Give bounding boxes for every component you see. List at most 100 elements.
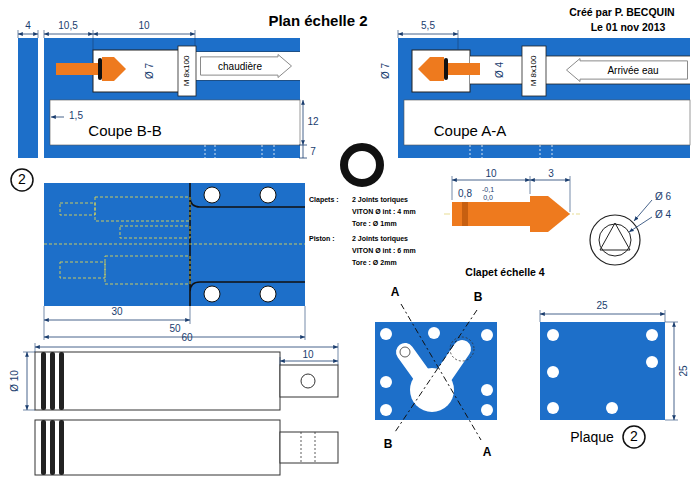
top-view-part <box>60 262 105 278</box>
node-text: Arrivée eau <box>607 65 658 76</box>
top-view-part <box>260 286 276 302</box>
drawing-title: Plan échelle 2 <box>268 13 367 28</box>
section-b-b-part <box>50 100 300 145</box>
callout-number: 2 <box>622 425 646 449</box>
dimension: 10 <box>485 169 496 179</box>
valve-detail-part <box>600 223 630 250</box>
dimension: 5,5 <box>421 21 435 31</box>
thread-spec: M 8x100 <box>530 56 538 87</box>
dimension: Ø 10 <box>10 370 20 392</box>
piston-part <box>50 352 55 410</box>
piston-part <box>23 343 338 410</box>
section-b-b-part <box>18 38 38 158</box>
section-b-b-part <box>51 117 64 118</box>
tolerance: 0,0 <box>483 194 493 201</box>
section-a-a-part <box>522 46 546 96</box>
top-view-part <box>105 256 190 284</box>
top-view-part <box>120 226 190 238</box>
plate-sections <box>375 304 497 440</box>
flow-arrow: Arrivée eau <box>566 58 688 82</box>
section-b-b-part <box>299 145 307 158</box>
tolerance: -0,1 <box>482 186 494 193</box>
piston-part <box>301 432 315 463</box>
note-text: Clapets : <box>309 196 339 203</box>
dimension: 0,8 <box>458 189 472 199</box>
dimension: 1,5 <box>69 111 83 121</box>
plate-sections-part <box>481 384 493 396</box>
section-a-a-part <box>444 58 448 80</box>
dimension: 30 <box>111 307 122 317</box>
plate-sections-part <box>400 347 410 357</box>
piston-part <box>301 374 315 388</box>
dimension: 12 <box>307 117 318 127</box>
section-a-a-part <box>398 38 690 100</box>
note-text: 2 Joints toriques <box>352 235 408 242</box>
valve-detail-part <box>629 217 652 232</box>
section-a-a-part <box>470 56 690 84</box>
plate-sections-part <box>481 329 493 341</box>
piston-part <box>35 352 280 410</box>
section-b-b-part <box>18 30 195 50</box>
section-b-b-part <box>196 52 300 80</box>
dimension: Ø 4 <box>495 62 505 78</box>
section-b-b-part <box>98 58 102 80</box>
top-view-part <box>44 197 305 284</box>
valve-detail-part <box>530 196 570 232</box>
section-b-b-part <box>44 34 93 35</box>
section-b-b <box>18 30 307 158</box>
dimension: 50 <box>169 324 180 334</box>
piston-part <box>41 420 46 475</box>
plate <box>540 310 678 420</box>
piston-part <box>280 361 338 362</box>
piston-part <box>280 432 338 463</box>
plate-sections-part <box>395 310 477 432</box>
plate-part <box>547 402 559 414</box>
plate-part <box>646 356 658 368</box>
section-a-a-part <box>398 100 404 145</box>
valve-detail-part <box>452 176 570 212</box>
top-view-part <box>44 244 305 245</box>
flow-arrow-shape <box>201 55 292 78</box>
piston-part <box>59 420 64 475</box>
valve-detail-part <box>599 224 631 256</box>
note-text: VITON Ø int : 6 mm <box>352 247 416 254</box>
plate-sections-part <box>380 404 392 416</box>
section-title: Coupe A-A <box>434 123 507 138</box>
section-b-b-part <box>44 145 300 158</box>
section-a-a-part <box>418 57 444 81</box>
plate-name: Plaque <box>570 430 614 444</box>
top-view-part <box>44 183 305 306</box>
plate-sections-part <box>481 404 493 416</box>
top-view-part <box>95 197 190 221</box>
section-b-b-part <box>178 46 196 96</box>
callout-number-shape <box>11 169 33 191</box>
plate-part <box>674 322 675 420</box>
dimension: 4 <box>25 21 31 31</box>
section-letter: A <box>391 286 400 298</box>
top-view-part <box>204 286 220 302</box>
piston-part <box>35 420 280 475</box>
section-a-a-part <box>398 30 458 50</box>
section-a-a-part <box>470 56 690 84</box>
plate-part <box>540 310 678 420</box>
plate-part <box>547 329 559 341</box>
dimension: Ø 7 <box>145 63 155 79</box>
top-view-part <box>204 187 220 203</box>
section-a-a-part <box>448 63 480 75</box>
thread-spec: M 8x100 <box>183 56 191 87</box>
plate-sections-part <box>410 368 454 412</box>
section-b-b-part <box>18 34 38 35</box>
section-title: Coupe B-B <box>88 123 161 138</box>
section-a-a-part <box>404 100 690 145</box>
section-a-a <box>398 30 690 158</box>
dimension: 25 <box>596 301 607 311</box>
author-credit: Créé par P. BECQUIN <box>569 7 674 18</box>
valve-detail-part <box>462 202 468 226</box>
plate-sections-part <box>380 376 392 388</box>
callout-number: 2 <box>10 168 34 192</box>
node-text: 2 <box>630 429 638 444</box>
dimension: 3 <box>548 169 554 179</box>
section-b-b-part <box>196 52 300 80</box>
top-view <box>44 183 305 340</box>
piston-part <box>280 365 338 397</box>
